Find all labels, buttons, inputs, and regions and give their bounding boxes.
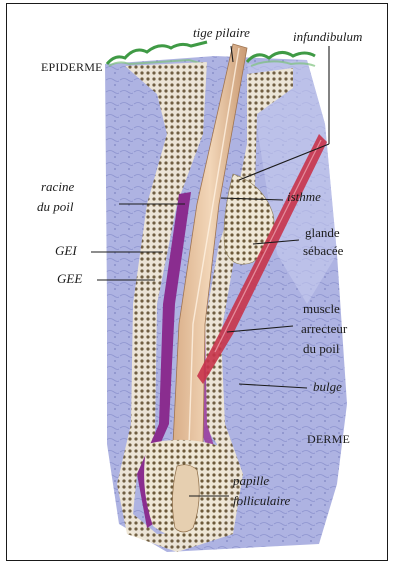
label-muscle-1: muscle	[303, 302, 340, 316]
dermal-papilla	[172, 465, 199, 532]
label-bulge: bulge	[313, 380, 342, 394]
label-papille-1: papille	[233, 474, 269, 488]
label-glande-sebacee-1: glande	[305, 226, 340, 240]
label-gei: GEI	[55, 244, 77, 258]
label-epiderme: EPIDERME	[41, 60, 103, 74]
label-tige-pilaire: tige pilaire	[193, 26, 250, 40]
label-isthme: isthme	[287, 190, 321, 204]
label-derme: DERME	[307, 432, 350, 446]
label-racine-du-poil-2: du poil	[37, 200, 73, 214]
label-glande-sebacee-2: sébacée	[303, 244, 343, 258]
figure-frame: tige pilaire infundibulum EPIDERME racin…	[6, 3, 388, 561]
label-papille-2: folliculaire	[233, 494, 290, 508]
label-gee: GEE	[57, 272, 82, 286]
label-racine-du-poil-1: racine	[41, 180, 74, 194]
label-infundibulum: infundibulum	[293, 30, 362, 44]
label-muscle-2: arrecteur	[301, 322, 347, 336]
label-muscle-3: du poil	[303, 342, 339, 356]
